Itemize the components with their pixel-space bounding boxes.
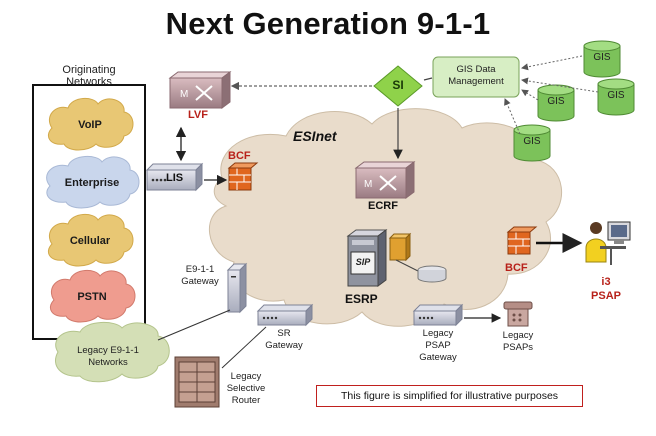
- si-diamond: [373, 65, 423, 107]
- enterprise-label: Enterprise: [64, 177, 120, 189]
- legacy-psap-gateway-line3: Gateway: [419, 352, 457, 363]
- legacy-psap-gateway-label: Legacy PSAP Gateway: [412, 328, 464, 364]
- originating-heading-line1: Originating: [62, 64, 116, 76]
- sip-label: SIP: [355, 257, 371, 267]
- selective-router-icon: [174, 356, 220, 408]
- gis-management-box: [432, 56, 520, 98]
- legacy-e911-gateway-link: [157, 309, 231, 341]
- e911-gateway-line1: E9-1-1: [185, 264, 215, 275]
- gis-db-icon: [513, 124, 551, 162]
- bcf-left-label: BCF: [228, 150, 251, 162]
- legacy-psap-phone-icon: [503, 301, 533, 327]
- gis-management-line2: Management: [448, 76, 504, 87]
- gis-management-label: GIS Data Management: [433, 64, 519, 88]
- legacy-selective-router-line3: Router: [231, 395, 261, 406]
- gis-management-line1: GIS Data: [456, 64, 496, 75]
- lis-label: LIS: [166, 172, 184, 184]
- ecrf-label: ECRF: [368, 200, 398, 212]
- gis-db-icon: [583, 40, 621, 78]
- diagram-title: Next Generation 9-1-1: [165, 6, 491, 41]
- i3-psap-label: i3 PSAP: [586, 275, 626, 303]
- gis-db-label: GIS: [523, 136, 541, 147]
- voip-label: VoIP: [78, 119, 102, 131]
- legacy-psaps-line1: Legacy: [502, 330, 534, 341]
- sr-gateway-label: SR Gateway: [258, 328, 310, 352]
- svg-text:M: M: [364, 179, 372, 190]
- ecrf-router-icon: M: [354, 161, 416, 199]
- gis-db-label: GIS: [547, 96, 565, 107]
- psap-operator-icon: [585, 221, 631, 265]
- si-label: SI: [392, 78, 404, 92]
- gis-db-label: GIS: [607, 90, 625, 101]
- pstn-label: PSTN: [77, 291, 107, 303]
- lis-server-icon: [145, 162, 204, 192]
- si-gis-link: [423, 77, 433, 81]
- gis-db-icon: [537, 84, 575, 122]
- cellular-label: Cellular: [69, 235, 111, 247]
- sr-gateway-icon: [256, 303, 314, 327]
- pstn-cloud: [50, 270, 136, 323]
- e911-gateway-label: E9-1-1 Gateway: [172, 264, 228, 288]
- legacy-psaps-line2: PSAPs: [502, 342, 534, 353]
- gis-db-icon: [597, 78, 635, 116]
- sr-gateway-line2: Gateway: [265, 340, 303, 351]
- gis-db-label: GIS: [593, 52, 611, 63]
- legacy-psap-gateway-line1: Legacy: [422, 328, 454, 339]
- i3-psap-line2: PSAP: [591, 290, 621, 302]
- esrp-label: ESRP: [345, 292, 378, 306]
- bcf-firewall-icon: [227, 162, 259, 191]
- router-sr-gateway-link: [221, 326, 267, 369]
- bcf-right-label: BCF: [505, 262, 528, 274]
- bcf-firewall-icon: [506, 226, 538, 255]
- svg-text:M: M: [180, 89, 188, 100]
- lvf-label: LVF: [188, 109, 208, 121]
- legacy-e911-networks-label: Legacy E9-1-1 Networks: [62, 345, 154, 369]
- sr-gateway-line1: SR: [277, 328, 291, 339]
- database-icon: [388, 232, 447, 283]
- esrp-sip-server-icon: [346, 229, 388, 287]
- legacy-selective-router-line2: Selective: [226, 383, 266, 394]
- e911-gateway-icon: [226, 262, 248, 314]
- legacy-psap-gateway-line2: PSAP: [425, 340, 451, 351]
- lvf-router-icon: M: [168, 71, 232, 109]
- legacy-selective-router-line1: Legacy: [230, 371, 262, 382]
- enterprise-cloud: [46, 156, 140, 209]
- i3-psap-line1: i3: [601, 276, 611, 288]
- legacy-e911-networks-line2: Networks: [88, 357, 128, 368]
- cellular-cloud: [48, 214, 134, 267]
- e911-gateway-line2: Gateway: [181, 276, 219, 287]
- originating-heading: Originating Networks: [34, 64, 144, 88]
- gis-feed-arrows: [504, 55, 599, 135]
- legacy-psap-gateway-icon: [412, 303, 464, 327]
- legacy-selective-router-label: Legacy Selective Router: [220, 371, 272, 407]
- originating-heading-line2: Networks: [66, 76, 112, 88]
- legacy-e911-networks-line1: Legacy E9-1-1: [77, 345, 139, 356]
- disclaimer-box: This figure is simplified for illustrati…: [316, 385, 583, 407]
- esinet-cloud: [209, 108, 562, 327]
- legacy-e911-cloud: [55, 322, 170, 383]
- esinet-label: ESInet: [293, 128, 337, 144]
- voip-cloud: [48, 98, 134, 151]
- legacy-psaps-label: Legacy PSAPs: [492, 330, 544, 354]
